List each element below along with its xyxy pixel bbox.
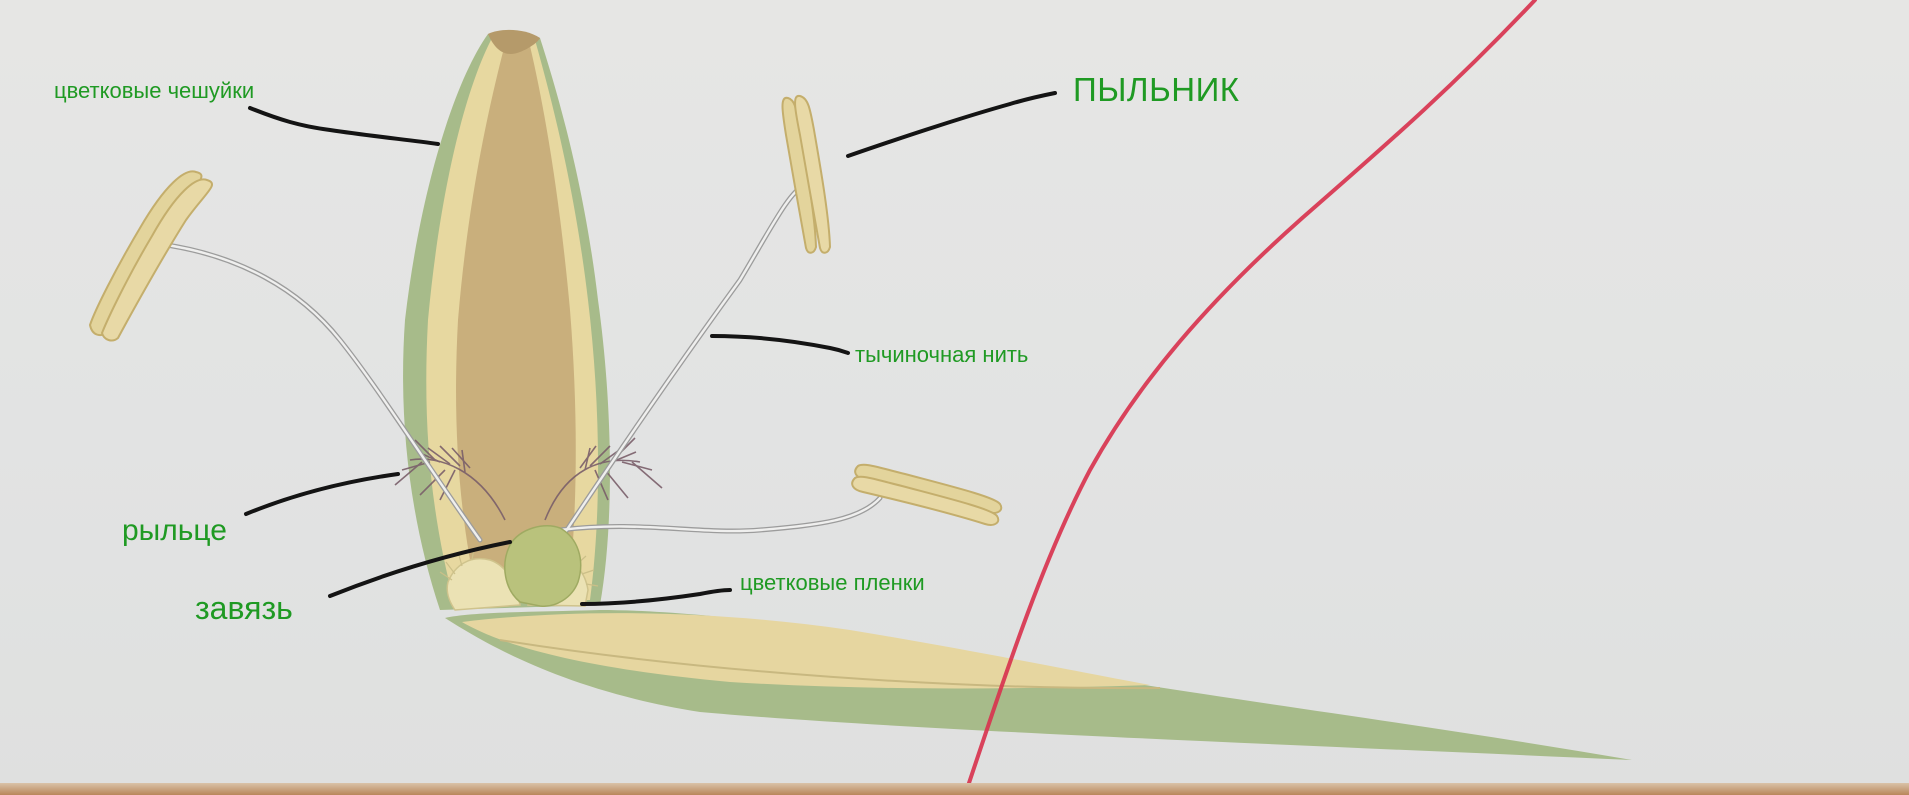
leader-lines: [244, 91, 1057, 606]
label-ovary: завязь: [195, 590, 293, 626]
label-filament: тычиночная нить: [855, 342, 1029, 367]
ovary: [504, 524, 582, 607]
leader-line-ovary: [328, 540, 512, 598]
label-stigma: рыльце: [122, 514, 227, 547]
leader-line-filament: [710, 334, 850, 355]
anther-left: [88, 170, 213, 342]
anther-right: [851, 463, 1003, 526]
label-lodicules: цветковые пленки: [740, 570, 925, 595]
leader-line-flower-scales: [248, 106, 440, 146]
lower-scale-midrib: [499, 639, 1161, 690]
leader-line-lodicules: [580, 588, 732, 606]
stigma-right: [544, 437, 663, 521]
table-edge: [0, 783, 1909, 795]
upper-scale-center: [456, 44, 576, 600]
anther-top: [781, 94, 832, 254]
upper-scale-tip: [488, 29, 540, 54]
stigma-left: [394, 439, 506, 521]
red-pen-line: [963, 0, 1537, 795]
lower-scale-inner: [462, 613, 1150, 689]
label-anther: ПЫЛЬНИК: [1073, 71, 1240, 108]
leader-line-stigma: [244, 472, 400, 516]
label-flower-scales: цветковые чешуйки: [54, 78, 255, 103]
leader-line-anther: [846, 91, 1057, 158]
filaments-inner: [158, 183, 882, 542]
